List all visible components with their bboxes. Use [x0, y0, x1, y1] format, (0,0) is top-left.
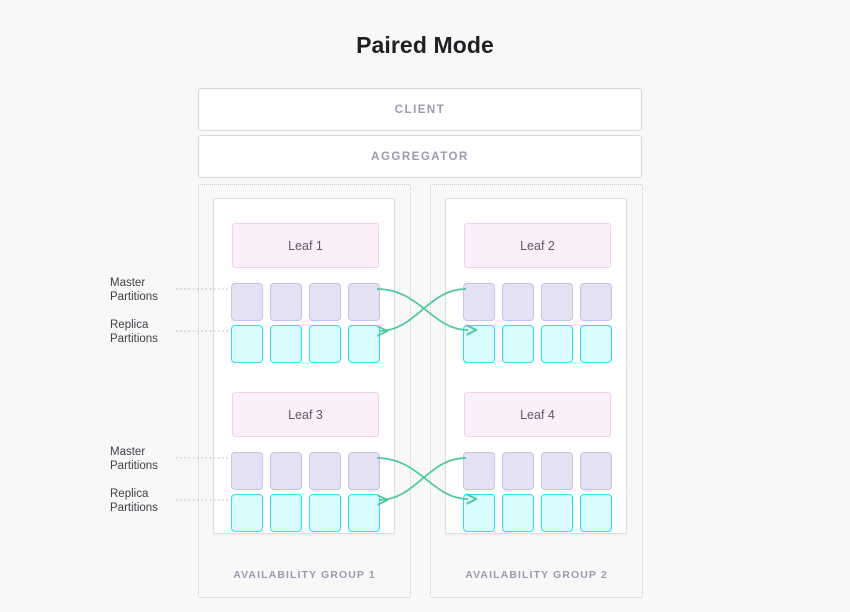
availability-group-1[interactable]: Leaf 1 Leaf 3 [198, 184, 411, 598]
replica-partition[interactable] [270, 494, 302, 532]
aggregator-node[interactable]: AGGREGATOR [198, 135, 642, 178]
leaf-cluster-card-1: Leaf 1 Leaf 3 [213, 198, 395, 534]
replica-partitions-label-bottom-line2: Partitions [110, 502, 158, 514]
replica-partition[interactable] [502, 494, 534, 532]
master-partition[interactable] [231, 452, 263, 490]
master-partition-row-3 [231, 452, 381, 490]
master-partition[interactable] [309, 452, 341, 490]
master-partition[interactable] [502, 452, 534, 490]
master-partition-row-1 [231, 283, 381, 321]
replica-partition[interactable] [541, 325, 573, 363]
master-partitions-label-top-line2: Partitions [110, 291, 158, 303]
replica-partition[interactable] [348, 325, 380, 363]
master-partition-row-4 [463, 452, 613, 490]
leaf-box-3-label: Leaf 3 [288, 407, 323, 422]
leaf-cluster-card-2: Leaf 2 Leaf 4 [445, 198, 627, 534]
master-partition[interactable] [580, 452, 612, 490]
replica-partitions-label-top-line2: Partitions [110, 333, 158, 345]
master-partitions-label-top: Master Partitions [110, 276, 174, 304]
master-partition-row-2 [463, 283, 613, 321]
master-partition[interactable] [580, 283, 612, 321]
leaf-box-4[interactable]: Leaf 4 [464, 392, 611, 437]
replica-partition[interactable] [270, 325, 302, 363]
aggregator-node-label: AGGREGATOR [371, 150, 469, 163]
replica-partitions-label-top-line1: Replica [110, 319, 149, 331]
leaf-box-2-label: Leaf 2 [520, 238, 555, 253]
availability-group-1-label: AVAILABILITY GROUP 1 [233, 569, 376, 581]
replica-partitions-label-bottom: Replica Partitions [110, 487, 174, 515]
master-partition[interactable] [348, 452, 380, 490]
availability-group-2[interactable]: Leaf 2 Leaf 4 [430, 184, 643, 598]
client-node[interactable]: CLIENT [198, 88, 642, 131]
leaf-box-1-label: Leaf 1 [288, 238, 323, 253]
availability-group-2-label: AVAILABILITY GROUP 2 [465, 569, 608, 581]
master-partition[interactable] [463, 452, 495, 490]
replica-partition[interactable] [231, 325, 263, 363]
master-partitions-label-bottom-line1: Master [110, 446, 146, 458]
master-partition[interactable] [231, 283, 263, 321]
replica-partition[interactable] [580, 494, 612, 532]
replica-partition-row-3 [231, 494, 381, 532]
replica-partition[interactable] [348, 494, 380, 532]
master-partition[interactable] [463, 283, 495, 321]
master-partition[interactable] [541, 283, 573, 321]
page-title: Paired Mode [356, 32, 494, 58]
master-partitions-label-top-line1: Master [110, 277, 146, 289]
replica-partition-row-2 [463, 325, 613, 363]
master-partitions-label-bottom-line2: Partitions [110, 460, 158, 472]
master-partition[interactable] [502, 283, 534, 321]
replica-partition[interactable] [231, 494, 263, 532]
master-partition[interactable] [270, 452, 302, 490]
leaf-box-2[interactable]: Leaf 2 [464, 223, 611, 268]
master-partition[interactable] [541, 452, 573, 490]
replica-partition[interactable] [541, 494, 573, 532]
client-node-label: CLIENT [394, 103, 446, 116]
leaf-box-3[interactable]: Leaf 3 [232, 392, 379, 437]
replica-partition[interactable] [309, 325, 341, 363]
master-partition[interactable] [270, 283, 302, 321]
master-partitions-label-bottom: Master Partitions [110, 445, 174, 473]
master-partition[interactable] [348, 283, 380, 321]
leaf-box-1[interactable]: Leaf 1 [232, 223, 379, 268]
replica-partition[interactable] [463, 325, 495, 363]
replica-partition[interactable] [309, 494, 341, 532]
leaf-box-4-label: Leaf 4 [520, 407, 555, 422]
replica-partition-row-1 [231, 325, 381, 363]
replica-partition[interactable] [502, 325, 534, 363]
replica-partition-row-4 [463, 494, 613, 532]
replica-partitions-label-bottom-line1: Replica [110, 488, 149, 500]
replica-partitions-label-top: Replica Partitions [110, 318, 174, 346]
replica-partition[interactable] [463, 494, 495, 532]
replica-partition[interactable] [580, 325, 612, 363]
master-partition[interactable] [309, 283, 341, 321]
